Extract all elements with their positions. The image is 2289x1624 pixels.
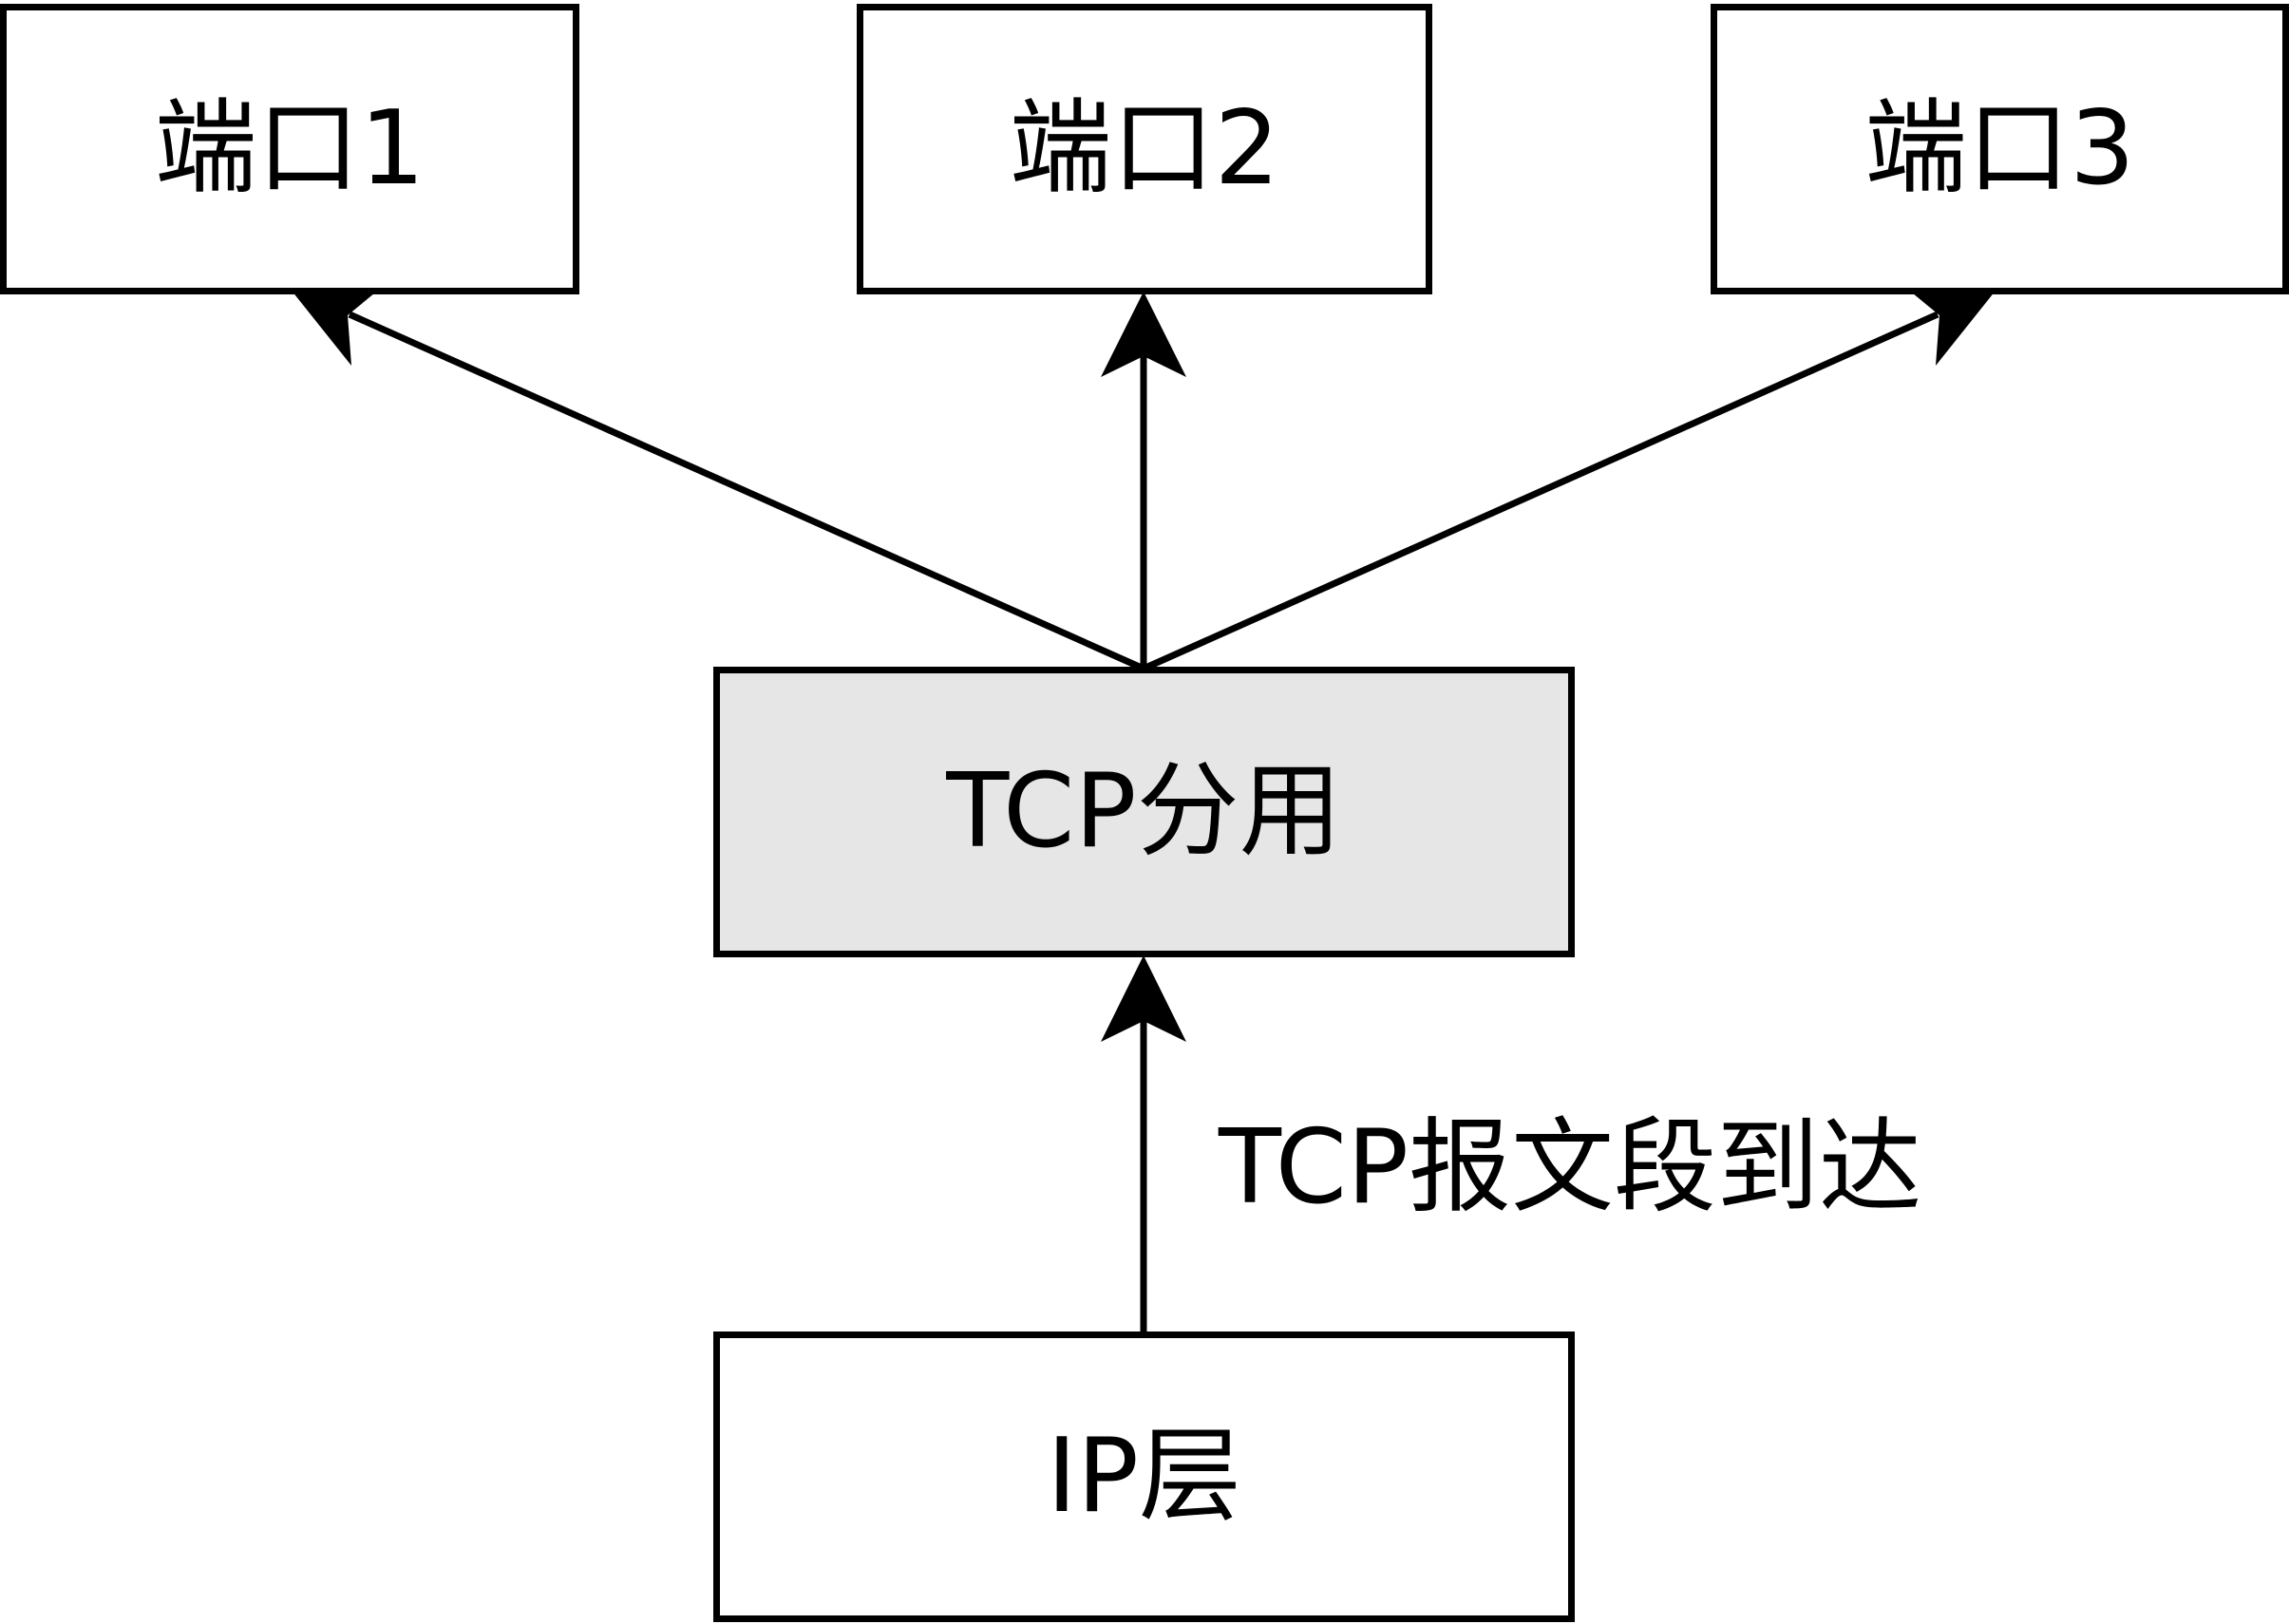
node-tcp-demux-label: TCP分用 — [946, 752, 1342, 871]
node-tcp-demux: TCP分用 — [713, 667, 1575, 957]
edge-tcp-to-port1 — [348, 311, 1145, 672]
edge-ip-to-tcp-arrowhead — [1101, 955, 1186, 1042]
node-port1: 端口1 — [0, 4, 579, 294]
node-port2: 端口2 — [857, 4, 1432, 294]
edge-tcp-to-port3-arrowhead — [1907, 289, 1996, 366]
node-port3-label: 端口3 — [1864, 89, 2135, 208]
edge-tcp-to-port1-arrowhead — [292, 289, 380, 366]
edge-tcp-to-port3 — [1142, 311, 1939, 672]
edge-ip-to-tcp-label: TCP报文段到达 — [1219, 1108, 1922, 1227]
node-port2-label: 端口2 — [1009, 89, 1280, 208]
edge-tcp-to-port2-arrowhead — [1101, 292, 1186, 377]
node-port3: 端口3 — [1711, 4, 2289, 294]
node-ip-layer: IP层 — [713, 1331, 1575, 1622]
node-ip-layer-label: IP层 — [1047, 1417, 1241, 1536]
node-port1-label: 端口1 — [154, 89, 426, 208]
